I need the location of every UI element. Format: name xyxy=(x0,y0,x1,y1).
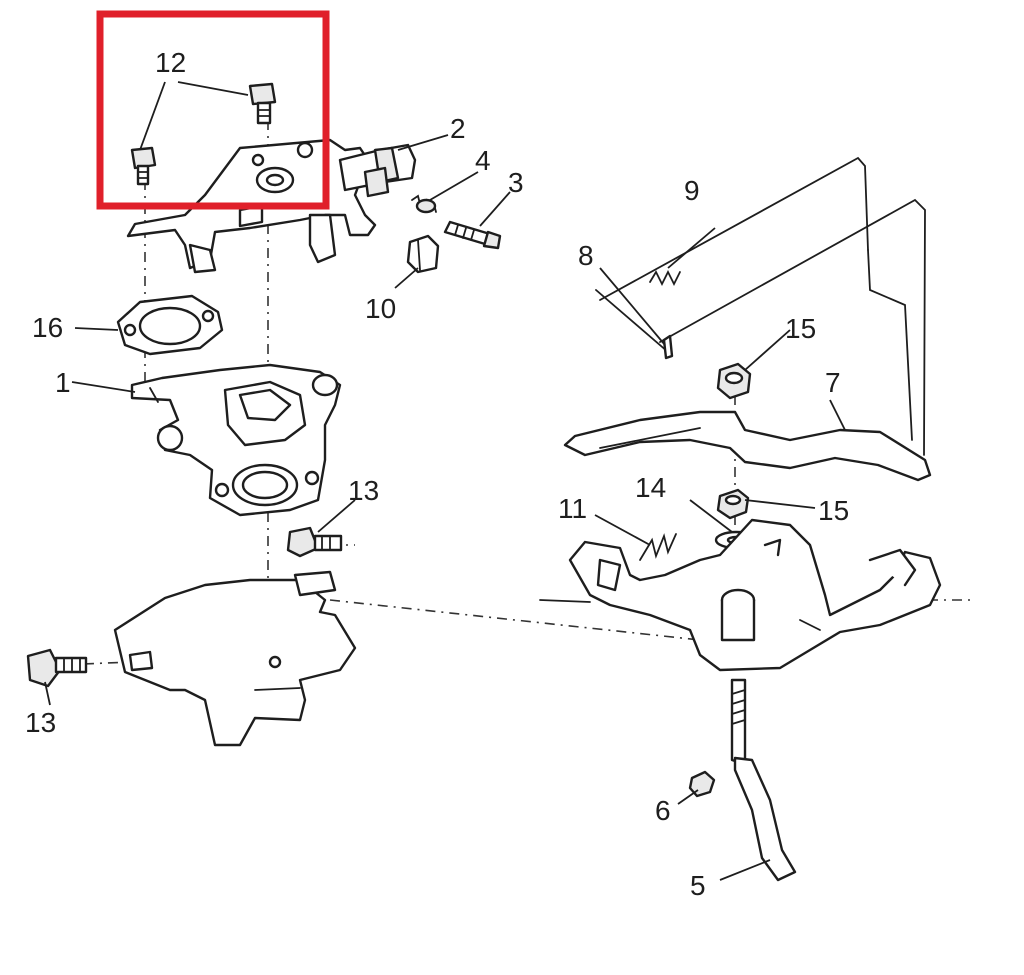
choke-knob-2 xyxy=(338,143,417,198)
callout-2: 2 xyxy=(450,113,466,144)
callout-14: 14 xyxy=(635,472,666,503)
governor-arm-5 xyxy=(730,678,797,882)
callout-15-lower: 15 xyxy=(818,495,849,526)
highlight-box xyxy=(96,10,330,210)
governor-housing xyxy=(539,518,942,672)
callout-labels: 12 2 4 3 10 16 1 13 13 9 8 15 7 15 14 11… xyxy=(25,47,849,901)
spring-4 xyxy=(411,194,437,214)
screw-12-left xyxy=(130,146,157,186)
bolt-13-lower xyxy=(26,648,88,688)
callout-15-upper: 15 xyxy=(785,313,816,344)
callout-9: 9 xyxy=(684,175,700,206)
lower-left-bracket xyxy=(113,570,357,747)
gasket-16 xyxy=(116,294,224,356)
callout-11: 11 xyxy=(558,493,587,524)
callout-10: 10 xyxy=(365,293,396,324)
callout-13-upper: 13 xyxy=(348,475,379,506)
governor-lever-7 xyxy=(563,410,932,482)
carburetor-body-1 xyxy=(130,363,342,517)
callout-4: 4 xyxy=(475,145,491,176)
callout-8: 8 xyxy=(578,240,594,271)
nut-15-upper xyxy=(716,362,752,400)
rod-9 xyxy=(599,156,926,456)
callout-7: 7 xyxy=(825,367,841,398)
callout-1: 1 xyxy=(55,367,71,398)
callout-3: 3 xyxy=(508,167,524,198)
spring-11 xyxy=(639,533,677,561)
nut-15-lower xyxy=(716,488,750,520)
callout-13-lower: 13 xyxy=(25,707,56,738)
bolt-13-upper xyxy=(286,526,343,558)
screw-12-right xyxy=(248,82,277,125)
screw-3 xyxy=(443,220,502,250)
callout-12: 12 xyxy=(155,47,186,78)
callout-6: 6 xyxy=(655,795,671,826)
callout-5: 5 xyxy=(690,870,706,901)
spring-8 xyxy=(595,269,681,360)
leader-lines xyxy=(44,81,846,881)
nut-6 xyxy=(688,770,716,798)
callout-16: 16 xyxy=(32,312,63,343)
block-10 xyxy=(406,234,440,274)
